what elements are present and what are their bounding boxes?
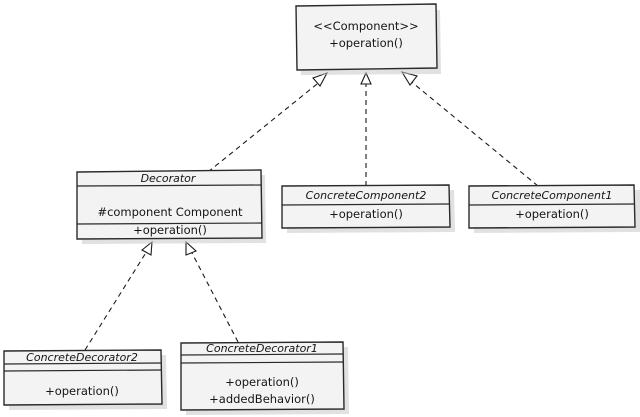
concrete-component-2-realizes-component-arrowhead [360, 71, 372, 85]
decorator-attribute: #component Component [97, 205, 243, 219]
concrete-decorator-1-extends-decorator-arrowhead [185, 240, 198, 256]
concrete-decorator-2-extends-decorator-line [84, 250, 148, 351]
concrete-decorator-1-extends-decorator-line [190, 250, 239, 343]
concrete-component-1-box [468, 184, 636, 229]
concrete-decorator-1-added-behavior: +addedBehavior() [209, 392, 315, 406]
component-stereotype: <<Component>> [313, 19, 418, 33]
decorator-realizes-component-arrowhead [312, 72, 329, 87]
decorator-name-separator [76, 184, 262, 187]
concrete-decorator-1-box [180, 341, 345, 411]
decorator-operation: +operation() [133, 223, 207, 237]
concrete-decorator-2-name: ConcreteDecorator2 [26, 351, 138, 364]
concrete-decorator-1-class: ConcreteDecorator1 +operation() +addedBe… [180, 341, 349, 415]
concrete-decorator-1-attribute-separator [180, 361, 344, 364]
relations [84, 71, 539, 351]
concrete-component-2-name: ConcreteComponent2 [306, 189, 427, 202]
decorator-attribute-separator [76, 222, 263, 225]
decorator-name: Decorator [141, 172, 197, 185]
concrete-decorator-1-name-separator [180, 353, 344, 356]
decorator-box [76, 169, 263, 240]
component-box [295, 3, 438, 71]
concrete-decorator-2-attribute-separator [3, 369, 162, 372]
concrete-decorator-1-operation: +operation() [225, 375, 299, 389]
concrete-decorator-2-extends-decorator-arrowhead [141, 240, 153, 256]
concrete-component-2-class: ConcreteComponent2 +operation() [281, 184, 455, 233]
concrete-decorator-1-name: ConcreteDecorator1 [206, 342, 318, 355]
concrete-decorator-2-operation: +operation() [45, 384, 119, 398]
concrete-decorator-2-class: ConcreteDecorator2 +operation() [3, 349, 167, 410]
concrete-component-1-name: ConcreteComponent1 [492, 189, 613, 202]
concrete-component-2-operation: +operation() [329, 207, 403, 221]
decorator-realizes-component-line [207, 79, 323, 173]
component-operation: +operation() [329, 36, 403, 50]
concrete-component-1-separator [468, 203, 636, 206]
concrete-component-2-separator [281, 203, 451, 206]
concrete-component-2-box [281, 184, 451, 229]
component-class: <<Component>> +operation() [295, 3, 441, 75]
concrete-component-1-realizes-component-line [407, 78, 539, 187]
decorator-class: Decorator #component Component +operatio… [76, 169, 266, 244]
concrete-decorator-2-name-separator [3, 362, 162, 365]
concrete-component-1-operation: +operation() [515, 207, 589, 221]
concrete-component-1-class: ConcreteComponent1 +operation() [468, 184, 640, 233]
